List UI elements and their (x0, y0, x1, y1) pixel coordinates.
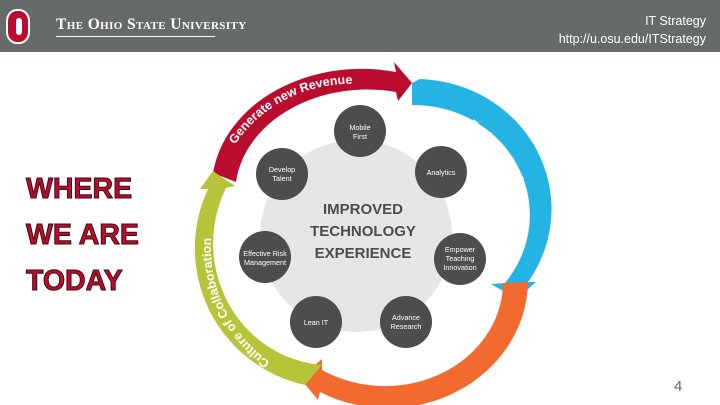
node-label: Empower (445, 245, 476, 254)
center-label-line-3: EXPERIENCE (315, 245, 412, 262)
node-label: Develop (269, 165, 295, 174)
ring-arrow-reduce-cost (412, 79, 552, 299)
header-url[interactable]: http://u.osu.edu/ITStrategy (558, 32, 706, 46)
diagram-hub (260, 140, 452, 332)
center-label-line-1: IMPROVED (323, 201, 403, 218)
node-label: First (353, 132, 367, 141)
node-label: Innovation (443, 263, 476, 272)
ring-arrow-collaboration (194, 171, 322, 385)
node-label: Teaching (446, 254, 475, 263)
ring-arrow-create-value (300, 282, 528, 405)
node-label: Effective Risk (243, 249, 287, 258)
node-analytics: Analytics (415, 146, 467, 198)
header-info: IT Strategy http://u.osu.edu/ITStrategy (559, 12, 706, 48)
node-empower-teaching-innovation: Empower Teaching Innovation (434, 233, 486, 285)
section-title-line-2: WE ARE (26, 219, 140, 252)
node-label: Mobile (349, 123, 370, 132)
node-lean-it: Lean IT (290, 296, 342, 348)
node-label: Talent (272, 174, 291, 183)
page-number: 4 (674, 378, 683, 395)
logo-divider (56, 36, 215, 37)
header-bar: The Ohio State University IT Strategy ht… (0, 0, 720, 52)
node-effective-risk-management: Effective Risk Management (239, 231, 291, 283)
node-label: Lean IT (304, 318, 329, 327)
section-title-line-1: WHERE (26, 173, 133, 206)
center-label-line-2: TECHNOLOGY (310, 223, 416, 240)
node-label: Research (391, 322, 422, 331)
section-title-line-3: TODAY (26, 265, 124, 298)
node-label: Advance (392, 313, 420, 322)
section-title: WHERE WE ARE TODAY (26, 166, 140, 304)
node-label: Analytics (427, 168, 456, 177)
header-title: IT Strategy (645, 14, 706, 28)
node-develop-talent: Develop Talent (256, 148, 308, 200)
ohio-state-block-o-logo (6, 9, 30, 44)
university-name: The Ohio State University (56, 16, 247, 33)
node-label: Management (244, 258, 286, 267)
node-mobile-first: Mobile First (334, 105, 386, 157)
ring-arrow-revenue (213, 62, 412, 182)
node-advance-research: Advance Research (380, 296, 432, 348)
